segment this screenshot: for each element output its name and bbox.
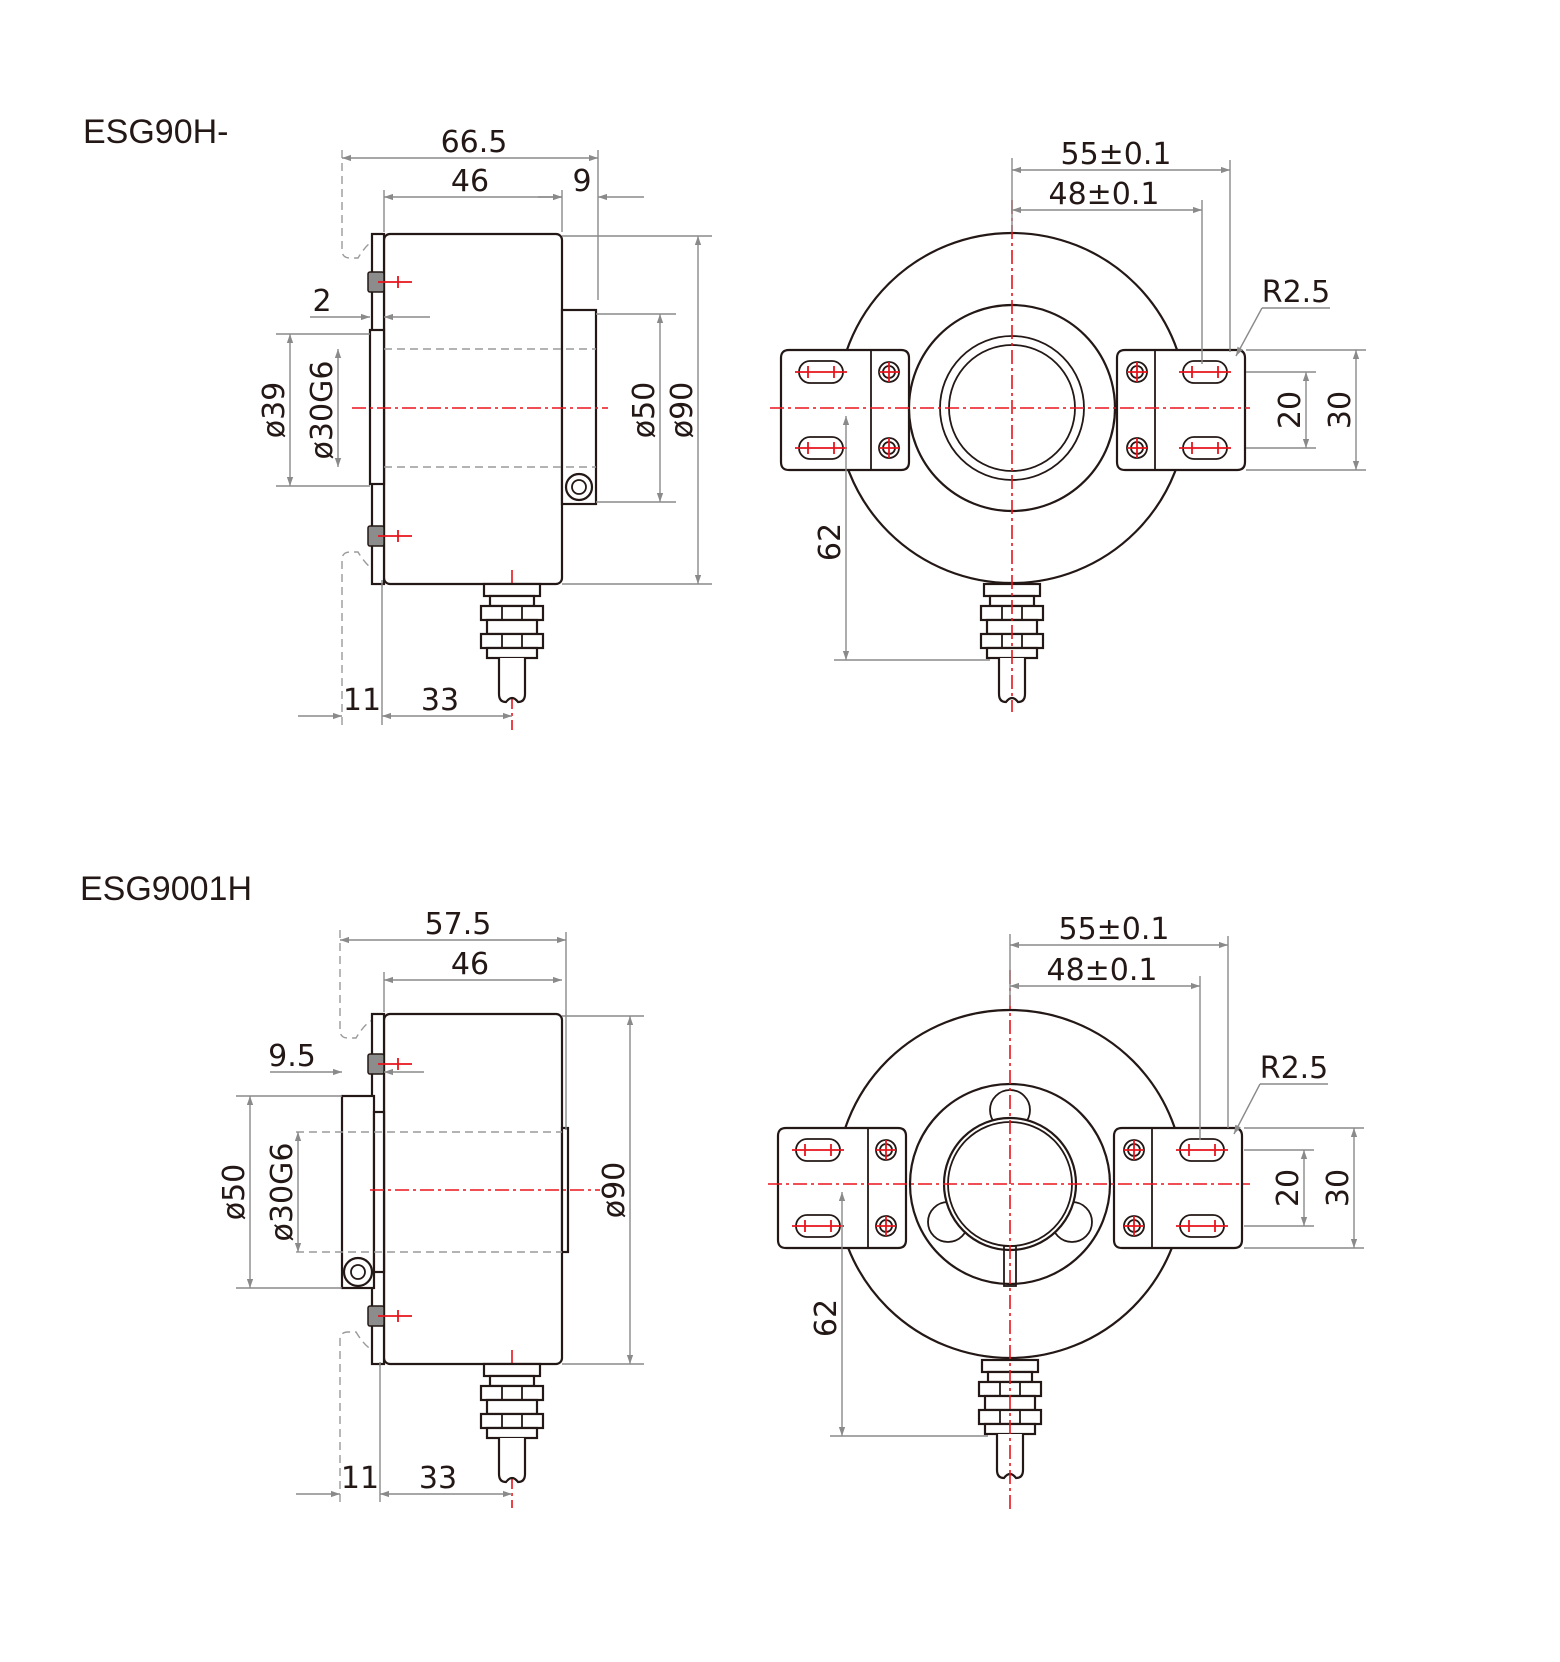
dim-11: 11 (343, 683, 381, 718)
dim-55: 55±0.1 (1058, 912, 1169, 947)
dim-dia-90: ø90 (597, 1162, 632, 1219)
dim-11: 11 (341, 1461, 379, 1496)
dim-55: 55±0.1 (1060, 137, 1171, 172)
dim-2: 2 (312, 284, 331, 319)
dim-dia-50: ø50 (627, 382, 662, 439)
dim-33: 33 (419, 1461, 457, 1496)
dim-48: 48±0.1 (1046, 953, 1157, 988)
dim-62: 62 (813, 523, 848, 561)
dim-r2-5: R2.5 (1260, 1051, 1329, 1086)
dim-dia-30g6: ø30G6 (305, 361, 340, 460)
model-title: ESG90H- (83, 113, 229, 151)
model-esg90h: ESG90H- (83, 113, 1366, 730)
dim-dia-50: ø50 (217, 1164, 252, 1221)
dim-30: 30 (1321, 1169, 1356, 1207)
encoder-body (382, 232, 564, 586)
dim-20: 20 (1271, 1169, 1306, 1207)
dim-dia-39: ø39 (257, 382, 292, 439)
dim-dia-90: ø90 (665, 382, 700, 439)
dim-48: 48±0.1 (1048, 177, 1159, 212)
front-view: 55±0.1 48±0.1 R2.5 20 30 62 (770, 137, 1366, 712)
dim-57-5: 57.5 (425, 907, 492, 942)
model-esg9001h: ESG9001H 57.5 4 (80, 870, 1364, 1512)
dim-66-5: 66.5 (441, 125, 508, 160)
dim-46: 46 (451, 947, 489, 982)
dim-20: 20 (1273, 391, 1308, 429)
dim-dia-30g6: ø30G6 (265, 1143, 300, 1242)
dim-r2-5: R2.5 (1262, 275, 1331, 310)
encoder-body (382, 1012, 564, 1366)
dim-9: 9 (572, 164, 591, 199)
dim-62: 62 (809, 1299, 844, 1337)
dim-30: 30 (1323, 391, 1358, 429)
dim-33: 33 (421, 683, 459, 718)
dim-9-5: 9.5 (268, 1039, 316, 1074)
side-view: 66.5 46 9 2 ø39 ø30G6 ø50 (257, 125, 712, 730)
model-title: ESG9001H (80, 870, 252, 908)
clamp-ring (560, 308, 598, 506)
dim-46: 46 (451, 164, 489, 199)
side-view: 57.5 46 9.5 ø50 ø30G6 ø90 (217, 907, 644, 1508)
clamp-ring (340, 1094, 376, 1290)
front-view: 55±0.1 48±0.1 R2.5 20 30 62 (768, 912, 1364, 1512)
